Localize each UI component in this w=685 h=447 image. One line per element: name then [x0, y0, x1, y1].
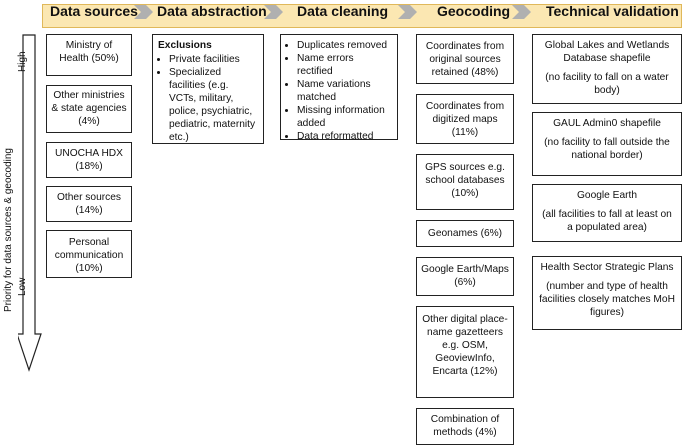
validation-box-lakes-wetlands: Global Lakes and Wetlands Database shape…: [532, 34, 682, 104]
geocoding-method-box: GPS sources e.g. school databases (10%): [416, 154, 514, 210]
priority-high-label: High: [17, 51, 28, 72]
data-source-box: UNOCHA HDX (18%): [46, 142, 132, 178]
validation-note: (no facility to fall outside the nationa…: [544, 137, 670, 161]
validation-box-google-earth: Google Earth (all facilities to fall at …: [532, 184, 682, 242]
geocoding-method-box: Combination of methods (4%): [416, 408, 514, 445]
priority-arrow: [18, 34, 42, 372]
cleaning-item: Data reformatted: [297, 130, 392, 139]
data-source-box: Personal communication (10%): [46, 230, 132, 278]
data-source-box: Ministry of Health (50%): [46, 34, 132, 76]
validation-note: (all facilities to fall at least on a po…: [542, 209, 672, 233]
chevron-arrow-icon: [398, 5, 417, 19]
geocoding-method-box: Google Earth/Maps (6%): [416, 257, 514, 296]
data-source-box: Other sources (14%): [46, 186, 132, 222]
exclusion-item: Private facilities: [169, 53, 258, 66]
exclusions-title: Exclusions: [158, 40, 212, 51]
chevron-arrow-icon: [134, 5, 153, 19]
cleaning-item: Duplicates removed: [297, 39, 392, 52]
header-step-geocoding: Geocoding: [437, 3, 511, 19]
exclusion-item: Specialized facilities (e.g. VCTs, milit…: [169, 66, 258, 143]
cleaning-item: Name errors rectified: [297, 52, 392, 78]
geocoding-method-box: Geonames (6%): [416, 220, 514, 247]
header-step-data-cleaning: Data cleaning: [297, 3, 389, 19]
geocoding-method-box: Other digital place-name gazetteers e.g.…: [416, 306, 514, 398]
geocoding-method-box: Coordinates from original sources retain…: [416, 34, 514, 84]
geocoding-method-box: Coordinates from digitized maps (11%): [416, 94, 514, 144]
chevron-arrow-icon: [512, 5, 531, 19]
validation-title: Global Lakes and Wetlands Database shape…: [544, 40, 670, 64]
data-abstraction-box: Exclusions Private facilities Specialize…: [152, 34, 264, 144]
data-source-box: Other ministries & state agencies (4%): [46, 85, 132, 133]
validation-title: Health Sector Strategic Plans: [540, 262, 674, 273]
priority-axis-title: Priority for data sources & geocoding: [3, 148, 14, 312]
validation-note: (no facility to fall on a water body): [545, 72, 669, 96]
cleaning-item: Missing information added: [297, 104, 392, 130]
validation-title: Google Earth: [576, 190, 638, 201]
validation-note: (number and type of health facilities cl…: [539, 281, 675, 318]
validation-title: GAUL Admin0 shapefile: [553, 118, 661, 129]
cleaning-list: Duplicates removed Name errors rectified…: [286, 39, 392, 139]
validation-box-gaul: GAUL Admin0 shapefile (no facility to fa…: [532, 112, 682, 176]
priority-low-label: Low: [17, 277, 28, 296]
header-step-data-abstraction: Data abstraction: [157, 3, 267, 19]
validation-box-hssp: Health Sector Strategic Plans (number an…: [532, 256, 682, 330]
data-cleaning-box: Duplicates removed Name errors rectified…: [280, 34, 398, 140]
header-step-technical-validation: Technical validation: [546, 3, 679, 19]
exclusions-list: Private facilities Specialized facilitie…: [158, 53, 258, 143]
cleaning-item: Name variations matched: [297, 78, 392, 104]
header-step-data-sources: Data sources: [50, 3, 138, 19]
chevron-arrow-icon: [264, 5, 283, 19]
